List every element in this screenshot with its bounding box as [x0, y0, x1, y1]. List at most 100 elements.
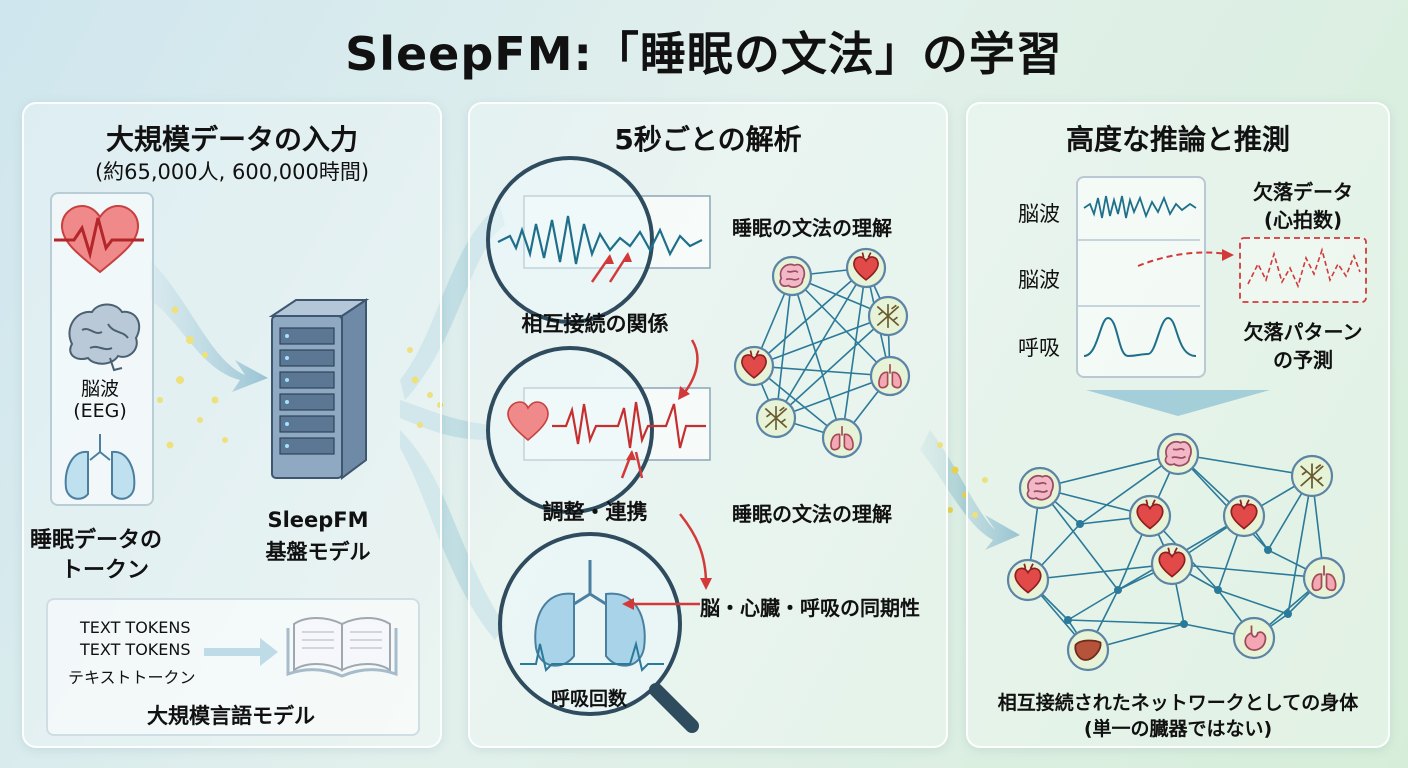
heart-node-icon [1006, 558, 1050, 602]
prediction-label: 欠落パターン [1243, 320, 1363, 344]
network-edge [841, 267, 867, 439]
heart-node-icon [1222, 494, 1266, 538]
missing-data-label: 欠落データ [1253, 180, 1353, 204]
panel2-graphics [486, 156, 911, 733]
flow-to-heart [400, 400, 490, 440]
nerve-node-icon [755, 397, 797, 439]
data-particles [157, 306, 988, 518]
page-title: SleepFM:「睡眠の文法」の学習 [345, 27, 1063, 81]
lungs-node-icon [821, 417, 863, 459]
arrow-coordination [679, 513, 708, 585]
network-edge [1177, 453, 1313, 477]
prediction-sublabel: の予測 [1273, 348, 1333, 372]
network-edge [1067, 619, 1185, 625]
grammar-label-1: 睡眠の文法の理解 [732, 216, 892, 240]
network-edge [791, 275, 891, 377]
nerve-node-icon [1290, 454, 1334, 498]
panel3-graphics [1006, 195, 1367, 672]
brain-node-icon [1018, 466, 1062, 510]
network-junction [1180, 620, 1188, 628]
network-edge [775, 275, 793, 419]
network-edge [753, 365, 891, 377]
lungs-node-icon [1302, 556, 1346, 600]
predicted-heart-trace [1247, 247, 1361, 289]
liver-node-icon [1066, 628, 1110, 672]
heart-node-icon [1128, 494, 1172, 538]
missing-data-sublabel: (心拍数) [1263, 208, 1343, 232]
breathing-trace [1083, 316, 1197, 358]
text-token-3: テキストトークン [68, 668, 196, 687]
inference-flow-arrow [920, 430, 1020, 550]
arrow-interconnect [681, 339, 699, 397]
network-edge [753, 267, 867, 367]
panel-heading: 5秒ごとの解析 [614, 123, 802, 156]
down-flow-arrow [1086, 390, 1270, 416]
network-junction [1076, 520, 1084, 528]
llm-label: 大規模言語モデル [147, 704, 315, 728]
heart-node-icon [845, 247, 887, 289]
network-edge [1217, 589, 1289, 615]
brain-icon [68, 303, 141, 372]
network-junction [1214, 586, 1222, 594]
model-label: SleepFM [267, 508, 369, 532]
stomach-node-icon [1232, 616, 1276, 660]
eeg-trace [1083, 195, 1197, 219]
network-edge [1027, 563, 1173, 581]
brain-node-icon [1156, 432, 1200, 476]
flow-to-wave [400, 205, 505, 400]
lungs-magnifier [498, 532, 699, 733]
server-icon [268, 298, 370, 480]
panel-heading: 高度な推論と推測 [1065, 123, 1290, 156]
network-edge [1171, 563, 1325, 579]
grammar-label-2: 睡眠の文法の理解 [732, 502, 892, 526]
network-junction [1284, 610, 1292, 618]
panel-heading: 大規模データの入力 [105, 123, 358, 156]
eeg-sublabel: (EEG) [73, 400, 127, 422]
sync-label: 脳・心臓・呼吸の同期性 [700, 596, 920, 620]
magnifier-handle [649, 683, 699, 733]
panel-subheading: (約65,000人, 600,000時間) [94, 160, 370, 184]
body-network-label: 相互接続されたネットワークとしての身体 [997, 692, 1359, 714]
organ-network-large [1006, 432, 1346, 672]
network-edge [753, 315, 889, 367]
respiration-rate-label: 呼吸回数 [550, 688, 627, 710]
input-flow-arrow [150, 260, 268, 392]
lungs-icon [64, 434, 136, 500]
network-edge [775, 267, 867, 419]
text-token-1: TEXT TOKENS [80, 618, 191, 637]
network-edge [775, 375, 891, 419]
heartbeat-magnifier [486, 346, 711, 514]
network-junction [1114, 586, 1122, 594]
network-edge [791, 275, 843, 439]
network-edge [775, 315, 889, 419]
llm-box [46, 598, 420, 736]
network-junction [1064, 616, 1072, 624]
panel-analysis: 5秒ごとの解析 [468, 102, 948, 748]
lungs-node-icon [869, 355, 911, 397]
row-label-eeg: 脳波 [1018, 202, 1060, 226]
tokens-label: 睡眠データの [30, 528, 163, 553]
network-junction [1264, 546, 1272, 554]
network-edge [1039, 487, 1119, 591]
signal-chart [1076, 176, 1206, 378]
panel-inference: 高度な推論と推測 脳波 脳波 呼吸 欠落データ (心拍数) 欠落パターン の予測… [966, 102, 1390, 748]
text-token-2: TEXT TOKENS [80, 640, 191, 659]
organ-network-small [733, 247, 911, 459]
tokens-label-2: トークン [60, 558, 149, 583]
row-label-eeg-2: 脳波 [1018, 268, 1060, 292]
heart-node-icon [1150, 542, 1194, 586]
flow-to-lungs [400, 430, 505, 640]
coordination-label: 調整・連携 [542, 500, 648, 524]
heart-node-icon [733, 345, 775, 387]
panel-data-input: 大規模データの入力 (約65,000人, 600,000時間) [22, 102, 442, 748]
missing-data-box [1239, 237, 1367, 303]
brain-node-icon [771, 255, 813, 297]
heart-icon [54, 204, 144, 274]
network-edge [1039, 453, 1179, 489]
body-network-sublabel: (単一の臓器ではない) [1083, 718, 1273, 740]
prediction-arrow [1137, 251, 1229, 267]
network-edge [1067, 589, 1119, 621]
interconnect-label: 相互接続の関係 [521, 312, 669, 336]
